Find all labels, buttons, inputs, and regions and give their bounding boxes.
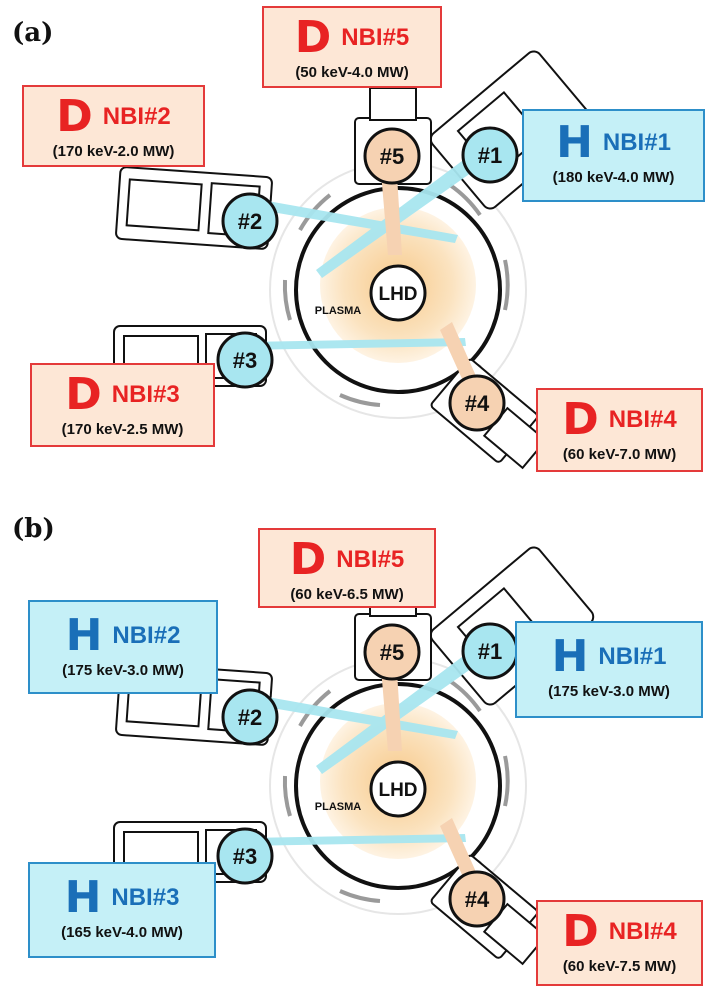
nbi-1-box: H NBI#1 (175 keV-3.0 MW) [515,621,703,718]
nbi-3-box: H NBI#3 (165 keV-4.0 MW) [28,862,216,958]
plasma-label: PLASMA [315,305,362,317]
nbi-spec: (180 keV-4.0 MW) [552,169,675,186]
injector-2-label: #2 [238,209,262,234]
panel-b: (b) [0,496,708,991]
species-label: H [65,610,103,661]
injector-5-label: #5 [380,144,404,169]
nbi-4-box: D NBI#4 (60 keV-7.0 MW) [536,388,703,472]
species-label: D [56,91,93,142]
injector-3-label: #3 [233,844,257,869]
nbi-name: NBI#4 [608,406,677,433]
nbi-name: NBI#1 [602,129,671,156]
beams [240,146,492,350]
nbi-spec: (165 keV-4.0 MW) [61,924,183,941]
injector-2-label: #2 [238,705,262,730]
nbi-spec: (60 keV-7.5 MW) [562,958,677,975]
species-label: D [562,394,599,445]
nbi-name: NBI#5 [336,546,405,573]
species-label: D [65,369,102,420]
nbi-spec: (175 keV-3.0 MW) [548,683,670,700]
lhd-label: LHD [378,780,417,801]
nbi-name: NBI#4 [608,918,677,945]
nbi-4-box: D NBI#4 (60 keV-7.5 MW) [536,900,703,986]
injector-4-label: #4 [465,887,490,912]
injector-markers [216,622,519,928]
injector-3-label: #3 [233,348,257,373]
nbi-2-box: H NBI#2 (175 keV-3.0 MW) [28,600,218,694]
nbi-1-box: H NBI#1 (180 keV-4.0 MW) [522,109,705,202]
nbi-spec: (170 keV-2.5 MW) [61,421,184,438]
lhd-center [369,760,427,818]
species-label: D [562,906,599,957]
lhd-label: LHD [378,284,417,305]
nbi-spec: (60 keV-6.5 MW) [290,586,404,603]
panel-label: (a) [12,18,54,48]
nbi-spec: (175 keV-3.0 MW) [62,662,184,679]
species-label: H [556,117,593,168]
injector-5-label: #5 [380,640,404,665]
nbi-name: NBI#1 [598,643,667,670]
lhd-diagram-a: LHD PLASMA #1 #2 #3 #4 #5 [113,50,595,470]
nbi-2-box: D NBI#2 (170 keV-2.0 MW) [22,85,205,167]
injector-markers [216,126,519,432]
panel-label: (b) [12,514,55,544]
species-label: D [289,534,327,585]
plasma-label: PLASMA [315,801,362,813]
nbi-name: NBI#5 [341,24,410,51]
injector-4-label: #4 [465,391,490,416]
nbi-spec: (50 keV-4.0 MW) [295,64,409,81]
nbi-spec: (170 keV-2.0 MW) [52,143,175,160]
nbi-5-box: D NBI#5 (50 keV-4.0 MW) [262,6,442,88]
nbi-3-box: D NBI#3 (170 keV-2.5 MW) [30,363,215,447]
injector-1-label: #1 [478,639,502,664]
species-label: H [64,872,102,923]
species-label: H [551,631,589,682]
lhd-center [369,264,427,322]
nbi-5-box: D NBI#5 (60 keV-6.5 MW) [258,528,436,608]
panel-a: (a) [0,0,708,495]
injector-1-label: #1 [478,143,502,168]
beams [240,642,492,846]
nbi-name: NBI#2 [112,622,181,649]
nbi-name: NBI#2 [102,103,171,130]
nbi-spec: (60 keV-7.0 MW) [562,446,677,463]
nbi-name: NBI#3 [111,381,180,408]
species-label: D [294,12,332,63]
nbi-name: NBI#3 [111,884,180,911]
